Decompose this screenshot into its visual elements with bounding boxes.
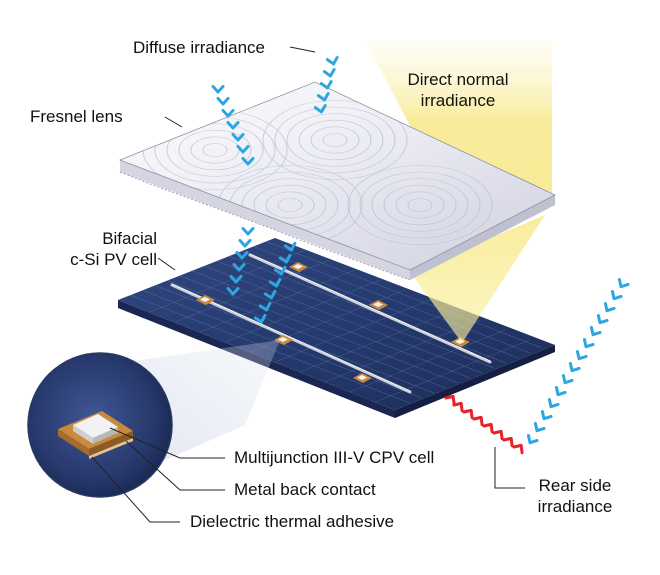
magnifier-inset [27, 352, 173, 498]
fresnel-lens [118, 81, 556, 281]
bifacial-cell-line1: Bifacial [102, 229, 157, 248]
metal-back-contact-label: Metal back contact [234, 480, 376, 499]
direct-irradiance-line2: irradiance [420, 91, 496, 111]
bifacial-cell-line2: c-Si PV cell [70, 250, 157, 270]
cpv-cells [196, 262, 470, 383]
diffuse-irradiance-label: Diffuse irradiance [133, 38, 265, 57]
rear-irradiance-label: Rear side irradiance [525, 475, 625, 518]
fresnel-lens-label: Fresnel lens [30, 107, 123, 126]
thermal-adhesive-label: Dielectric thermal adhesive [190, 512, 395, 531]
bifacial-cell-label: Bifacial c-Si PV cell [55, 228, 157, 271]
direct-irradiance-label: Direct normal irradiance [393, 69, 523, 112]
leader-lines [91, 46, 525, 523]
focus-cone [410, 215, 545, 343]
rear-irradiance-line1: Rear side [538, 476, 612, 495]
direct-irradiance-line1: Direct normal [407, 70, 509, 89]
cpv-cell-label: Multijunction III-V CPV cell [234, 448, 435, 467]
rear-irradiance-line2: irradiance [537, 497, 613, 517]
